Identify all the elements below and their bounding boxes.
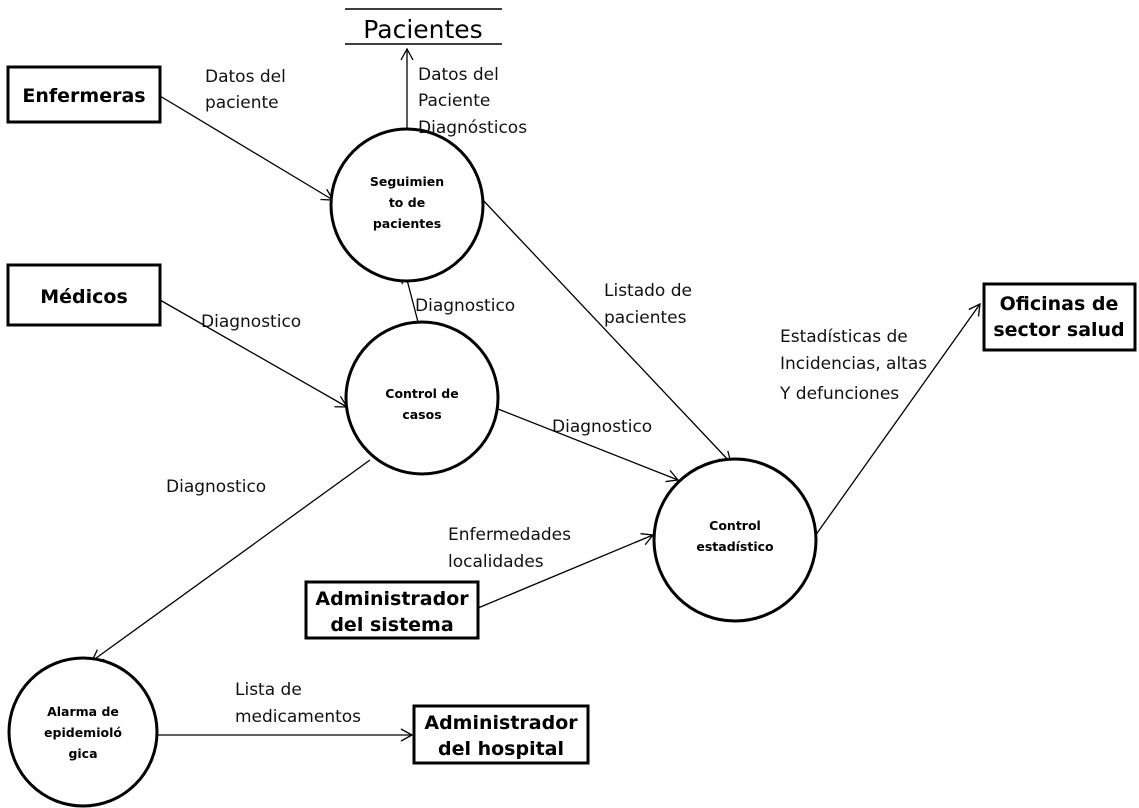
- flow-label: Estadísticas de: [780, 327, 908, 347]
- flow-label: Incidencias, altas: [780, 354, 927, 374]
- flows: [90, 47, 981, 742]
- process-label: gica: [68, 746, 97, 761]
- process-label: to de: [389, 195, 425, 210]
- flow-label: Paciente: [418, 91, 490, 111]
- entity-label: del sistema: [330, 614, 453, 636]
- entity-label: del hospital: [438, 738, 564, 760]
- flow-labels: Datos del paciente Datos del Paciente Di…: [166, 65, 927, 727]
- flow-label: Datos del: [205, 67, 286, 87]
- data-store-label: Pacientes: [363, 15, 482, 44]
- data-store-pacientes[interactable]: Pacientes: [345, 8, 502, 45]
- process-label: casos: [402, 407, 441, 422]
- entity-label: Administrador: [424, 712, 578, 734]
- process-label: Control de: [385, 386, 458, 401]
- entity-label: sector salud: [993, 319, 1124, 341]
- entity-medicos[interactable]: Médicos: [6, 263, 162, 327]
- flow-label: Diagnósticos: [418, 118, 527, 138]
- flow-label: Lista de: [235, 680, 302, 700]
- flow-label: pacientes: [604, 308, 687, 328]
- flow-casos-estadistico[interactable]: [497, 408, 680, 483]
- flow-label: Listado de: [604, 281, 692, 301]
- flow-label: Diagnostico: [201, 312, 301, 332]
- flow-estadistico-oficinas[interactable]: [814, 302, 981, 537]
- flow-label: Datos del: [418, 65, 499, 85]
- flow-enfermeras-seguimiento[interactable]: [159, 95, 335, 201]
- process-control-estadistico[interactable]: Control estadístico: [652, 457, 818, 623]
- entity-label: Enfermeras: [22, 85, 145, 107]
- flow-label: Enfermedades: [448, 525, 571, 545]
- process-label: epidemioló: [44, 725, 122, 740]
- flow-seguimiento-estadistico[interactable]: [480, 197, 732, 464]
- flow-label: localidades: [448, 552, 544, 572]
- process-label: Control: [709, 518, 761, 533]
- flow-label: Diagnostico: [552, 417, 652, 437]
- flow-label: Diagnostico: [166, 477, 266, 497]
- flow-admin-estadistico[interactable]: [477, 533, 655, 609]
- flow-label: Y defunciones: [779, 384, 899, 404]
- flow-label: medicamentos: [235, 707, 361, 727]
- flow-medicos-casos[interactable]: [159, 299, 349, 408]
- flow-casos-alarma[interactable]: [90, 459, 371, 662]
- entity-enfermeras[interactable]: Enfermeras: [6, 65, 162, 124]
- entity-administrador-hospital[interactable]: Administrador del hospital: [412, 704, 590, 765]
- process-label: pacientes: [373, 216, 441, 231]
- entity-oficinas-sector-salud[interactable]: Oficinas de sector salud: [982, 282, 1137, 352]
- process-alarma-epidemiologica[interactable]: Alarma de epidemioló gica: [7, 656, 159, 808]
- process-seguimiento-pacientes[interactable]: Seguimien to de pacientes: [329, 127, 485, 283]
- process-label: Seguimien: [370, 174, 444, 189]
- process-label: Alarma de: [47, 704, 119, 719]
- flow-label: paciente: [205, 93, 279, 113]
- entity-label: Oficinas de: [1000, 293, 1119, 315]
- entity-administrador-sistema[interactable]: Administrador del sistema: [304, 580, 480, 640]
- flow-label: Diagnostico: [415, 296, 515, 316]
- entity-label: Médicos: [40, 286, 128, 308]
- process-label: estadístico: [696, 539, 774, 554]
- entity-label: Administrador: [315, 588, 469, 610]
- process-control-casos[interactable]: Control de casos: [344, 320, 500, 476]
